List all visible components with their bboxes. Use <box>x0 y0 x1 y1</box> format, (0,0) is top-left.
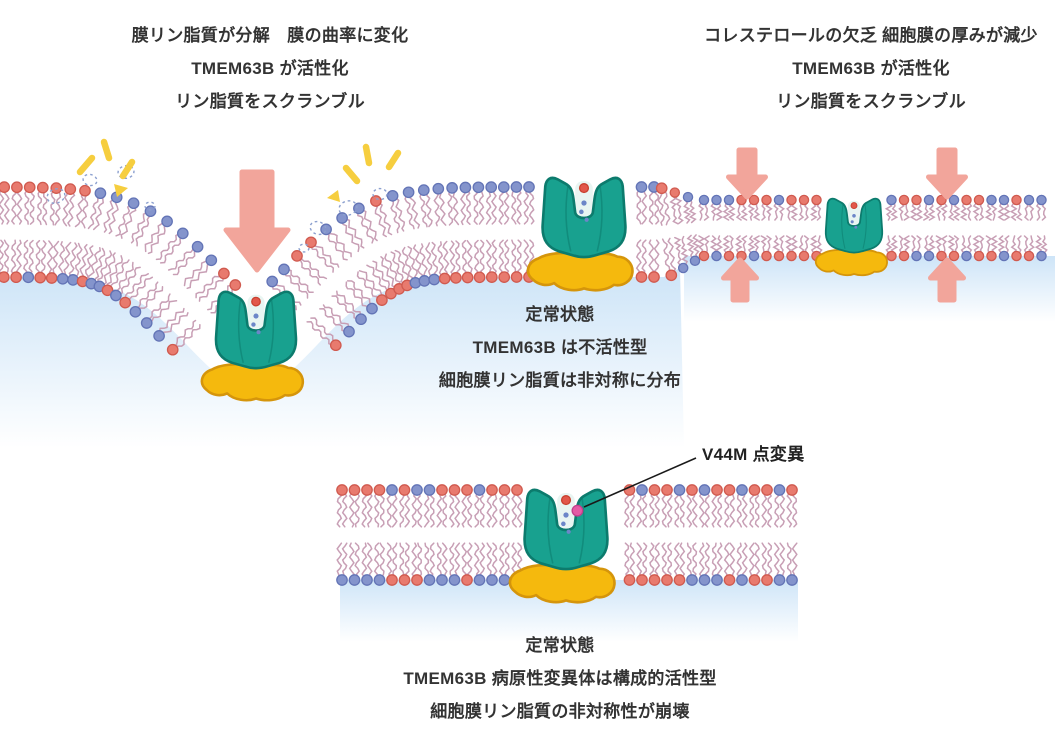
cytoplasm-right <box>684 256 1055 322</box>
caption-line: TMEM63B 病原性変異体は構成的活性型 <box>403 669 717 688</box>
compression-down-arrow-icon-1 <box>726 147 768 200</box>
pressure-down-arrow-icon <box>223 169 291 273</box>
spark-icon <box>100 138 113 162</box>
cytoplasm-left <box>0 267 684 448</box>
lipid-bilayer-main <box>0 181 1048 356</box>
tmem63b-protein-curvature <box>200 290 305 402</box>
degraded-lipid-swirl-icon <box>309 220 327 236</box>
degraded-lipid-swirl-icon <box>372 187 388 201</box>
degraded-lipid-swirl-icon <box>46 188 66 204</box>
degraded-lipid-swirl-icon <box>298 243 310 253</box>
tmem63b-protein-mutant <box>508 488 616 604</box>
degraded-lipid-swirls <box>46 164 388 253</box>
cytoplasm-mutant <box>340 580 798 644</box>
spark-icon <box>76 154 96 176</box>
stress-spark-icons <box>76 138 402 202</box>
compression-up-arrow-icon-1 <box>721 257 759 303</box>
caption-line: リン脂質をスクランブル <box>776 92 966 111</box>
spark-icon <box>342 164 361 185</box>
spark-icon <box>119 158 136 180</box>
caption-line: 定常状態 <box>525 636 595 655</box>
transmembrane-domain <box>824 197 884 254</box>
caption-line: TMEM63B が活性化 <box>191 59 349 78</box>
translocating-lipid-dot <box>251 296 261 307</box>
cytoplasmic-domain <box>526 251 634 292</box>
cytoplasmic-domain <box>200 363 305 402</box>
caption-cholesterol-activation: コレステロールの欠乏 細胞膜の厚みが減少 TMEM63B が活性化 リン脂質をス… <box>704 19 1038 118</box>
v44m-pointer-line <box>583 457 697 508</box>
caption-line: 細胞膜リン脂質の非対称性が崩壊 <box>430 702 690 721</box>
v44m-mutation-dot <box>571 504 584 517</box>
caption-curvature-activation: 膜リン脂質が分解 膜の曲率に変化 TMEM63B が活性化 リン脂質をスクランブ… <box>132 19 409 118</box>
translocating-lipid-dot <box>578 183 590 194</box>
transmembrane-domain <box>214 290 298 370</box>
caption-steady-state: 定常状態 TMEM63B は不活性型 細胞膜リン脂質は非対称に分布 <box>439 298 681 397</box>
caption-line: 定常状態 <box>525 305 595 324</box>
v44m-label: V44M 点変異 <box>702 445 805 464</box>
translocating-lipid-dot <box>560 495 572 506</box>
caption-line: TMEM63B が活性化 <box>792 59 950 78</box>
spark-icon <box>385 149 402 171</box>
caption-line: コレステロールの欠乏 細胞膜の厚みが減少 <box>704 26 1038 45</box>
spark-icon <box>114 184 128 197</box>
cytoplasmic-domain <box>508 563 616 604</box>
tmem63b-protein-thin <box>814 197 888 277</box>
degraded-lipid-swirl-icon <box>117 164 135 180</box>
compression-up-arrow-icon-2 <box>928 257 966 303</box>
spark-icon <box>362 143 373 167</box>
caption-line: 細胞膜リン脂質は非対称に分布 <box>438 371 682 390</box>
spark-icon <box>327 190 340 202</box>
degraded-lipid-swirl-icon <box>144 201 156 211</box>
translocating-lipid-dot <box>850 202 858 210</box>
caption-mutant-state: 定常状態 TMEM63B 病原性変異体は構成的活性型 細胞膜リン脂質の非対称性が… <box>403 629 716 728</box>
tmem63b-protein-steady <box>526 176 634 292</box>
compression-down-arrow-icon-2 <box>926 147 968 200</box>
caption-line: TMEM63B は不活性型 <box>472 338 648 357</box>
transmembrane-domain <box>541 176 627 259</box>
cytoplasmic-domain <box>814 249 888 277</box>
degraded-lipid-swirl-icon <box>338 200 358 216</box>
caption-line: 膜リン脂質が分解 膜の曲率に変化 <box>131 26 409 45</box>
caption-line: リン脂質をスクランブル <box>175 92 365 111</box>
